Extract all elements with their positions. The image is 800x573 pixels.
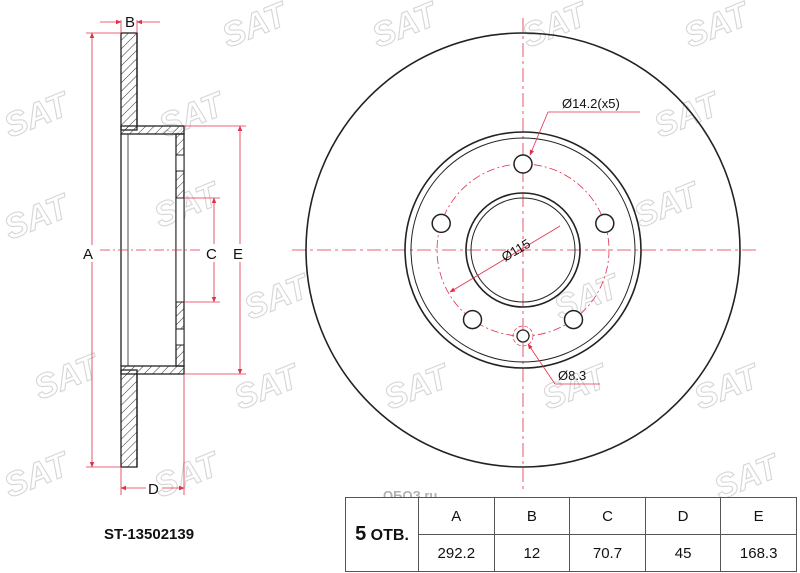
pcd-dim-line <box>449 225 561 293</box>
header-d: D <box>644 497 722 535</box>
bolt-hole-section <box>175 154 185 172</box>
header-a: A <box>418 497 495 535</box>
dim-label-d: D <box>148 481 159 498</box>
bolt-hole <box>462 309 483 330</box>
bolt-hole-label: Ø14.2(x5) <box>562 96 620 111</box>
table-value-row: 292.2 12 70.7 45 168.3 <box>346 534 797 572</box>
watermark: SAT <box>367 0 445 55</box>
watermark: SAT <box>549 266 627 327</box>
header-b: B <box>493 497 571 535</box>
value-a: 292.2 <box>418 534 495 572</box>
hat-wall-top <box>120 125 185 135</box>
table-header-row: 5 ОТВ. A B C D E <box>345 497 797 572</box>
part-number: ST-13502139 <box>104 526 195 543</box>
header-e: E <box>720 497 797 535</box>
leader-bolt-hole <box>529 111 549 156</box>
value-c: 70.7 <box>569 534 646 572</box>
watermark: SAT <box>239 266 317 327</box>
watermark: SAT <box>0 84 77 145</box>
watermark: SAT <box>149 444 227 505</box>
pin-hole-label: Ø8.3 <box>558 368 586 383</box>
bolt-count-unit: ОТВ. <box>370 527 409 544</box>
watermark: SAT <box>0 444 77 505</box>
hub-inner-edge <box>410 137 636 363</box>
bolt-hole <box>431 213 451 234</box>
watermark: SAT <box>629 174 707 235</box>
watermark: SAT <box>679 0 757 55</box>
hub-outer-edge <box>404 131 642 369</box>
bolt-hole-section <box>175 328 185 346</box>
bolt-hole <box>595 213 615 234</box>
front-view: Ø14.2(x5) Ø115 Ø8.3 <box>292 18 760 490</box>
watermark: SAT <box>0 186 77 247</box>
hat-wall-bottom <box>120 365 185 375</box>
watermark: SAT <box>29 346 107 407</box>
watermark: SAT <box>154 84 232 145</box>
value-e: 168.3 <box>720 534 797 572</box>
spec-table: 5 ОТВ. A B C D E 292.2 12 70.7 45 168.3 <box>345 497 797 572</box>
value-b: 12 <box>493 534 571 572</box>
watermark: SAT <box>689 356 767 417</box>
center-bore-chamfer <box>470 197 576 303</box>
bolt-count-number: 5 <box>355 523 367 545</box>
bolt-hole <box>513 154 533 174</box>
watermark: SAT <box>229 356 307 417</box>
friction-ring-top <box>120 32 138 131</box>
watermark: SAT <box>149 174 227 235</box>
watermark: SAT <box>217 0 295 55</box>
bolt-hole <box>563 309 584 330</box>
watermark: SAT <box>379 356 457 417</box>
value-d: 45 <box>644 534 722 572</box>
dim-label-b: B <box>125 14 135 31</box>
dim-label-c: C <box>206 246 217 263</box>
pin-hole <box>516 329 530 343</box>
header-c: C <box>569 497 646 535</box>
watermark: SAT <box>517 0 595 55</box>
disc-outer-edge <box>305 32 741 468</box>
center-bore <box>465 192 581 308</box>
side-view: B A C E D <box>83 14 246 498</box>
dim-label-e: E <box>233 246 243 263</box>
watermark: SAT <box>649 84 727 145</box>
bolt-count-cell: 5 ОТВ. <box>345 497 419 572</box>
dim-label-a: A <box>83 246 93 263</box>
leader-pin-hole <box>527 343 556 385</box>
pcd-label: Ø115 <box>499 236 533 265</box>
friction-ring-bottom <box>120 369 138 468</box>
